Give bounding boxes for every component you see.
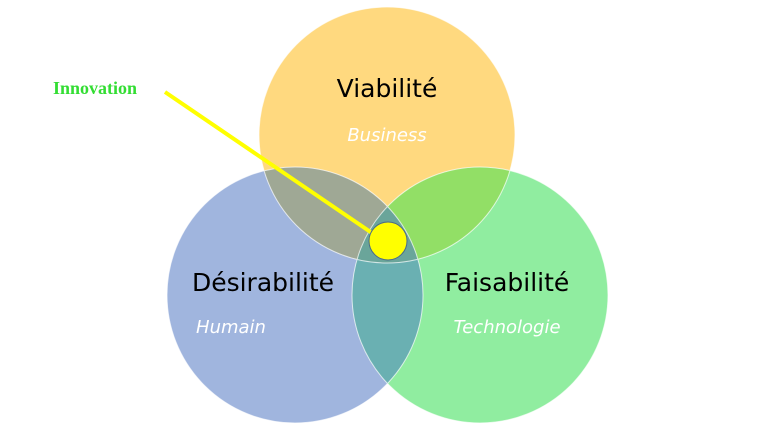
viability-desirability-overlap [259, 167, 423, 263]
viability-subtitle: Business [347, 125, 426, 146]
innovation-marker [368, 221, 408, 261]
feasibility-title: Faisabilité [445, 268, 570, 297]
desirability-title: Désirabilité [192, 268, 334, 297]
feasibility-subtitle: Technologie [453, 317, 560, 338]
innovation-label: Innovation [53, 78, 137, 98]
viability-feasibility-overlap [352, 167, 515, 263]
viability-title: Viabilité [337, 74, 438, 103]
callout-line [163, 90, 374, 235]
desirability-subtitle: Humain [196, 317, 266, 338]
